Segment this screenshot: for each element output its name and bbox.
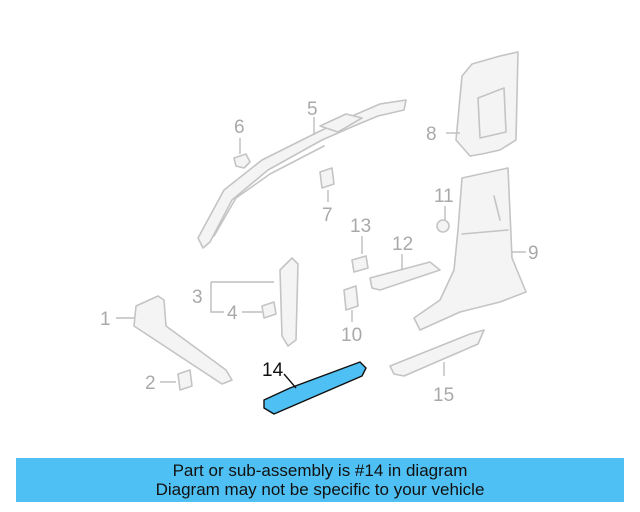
callout-8: 8 <box>426 124 437 145</box>
callout-14: 14 <box>262 360 284 381</box>
part-5-roof-rail-trim <box>197 99 407 249</box>
part-9-b-pillar-lower-trim <box>413 167 527 331</box>
part-11-clip <box>436 219 450 233</box>
callout-15: 15 <box>433 385 454 406</box>
info-banner: Part or sub-assembly is #14 in diagram D… <box>16 458 624 502</box>
callout-10: 10 <box>341 325 362 346</box>
part-1-kick-panel <box>133 295 233 385</box>
callout-2: 2 <box>145 373 156 394</box>
callout-5: 5 <box>307 99 318 120</box>
callout-4: 4 <box>227 303 238 324</box>
callout-12: 12 <box>392 234 413 255</box>
banner-line-2: Diagram may not be specific to your vehi… <box>155 480 485 499</box>
part-14-shape <box>263 361 367 415</box>
callout-11: 11 <box>434 186 454 207</box>
part-13-clip <box>351 255 369 273</box>
part-12-trim-strip <box>369 261 441 291</box>
callout-1: 1 <box>100 309 111 330</box>
part-3-a-pillar-lower-trim <box>279 257 299 347</box>
banner-line-1: Part or sub-assembly is #14 in diagram <box>172 461 468 480</box>
part-4-clip <box>261 301 277 319</box>
part-14-sill-trim-highlighted <box>263 361 367 415</box>
callout-6: 6 <box>234 117 245 138</box>
part-6-clip <box>233 153 251 169</box>
part-7-clip <box>319 167 335 189</box>
callout-9: 9 <box>528 243 539 264</box>
part-15-scuff-plate <box>389 329 485 377</box>
callout-13: 13 <box>350 216 371 237</box>
leader-3 <box>210 281 274 313</box>
part-8-b-pillar-upper-trim <box>455 51 519 157</box>
callout-3: 3 <box>192 287 203 308</box>
parts-diagram: 5 6 7 8 11 9 13 12 10 <box>100 51 539 415</box>
part-2-clip <box>177 369 193 391</box>
callout-7: 7 <box>322 205 333 226</box>
leader-14 <box>283 373 297 389</box>
part-10-clip <box>343 285 359 311</box>
